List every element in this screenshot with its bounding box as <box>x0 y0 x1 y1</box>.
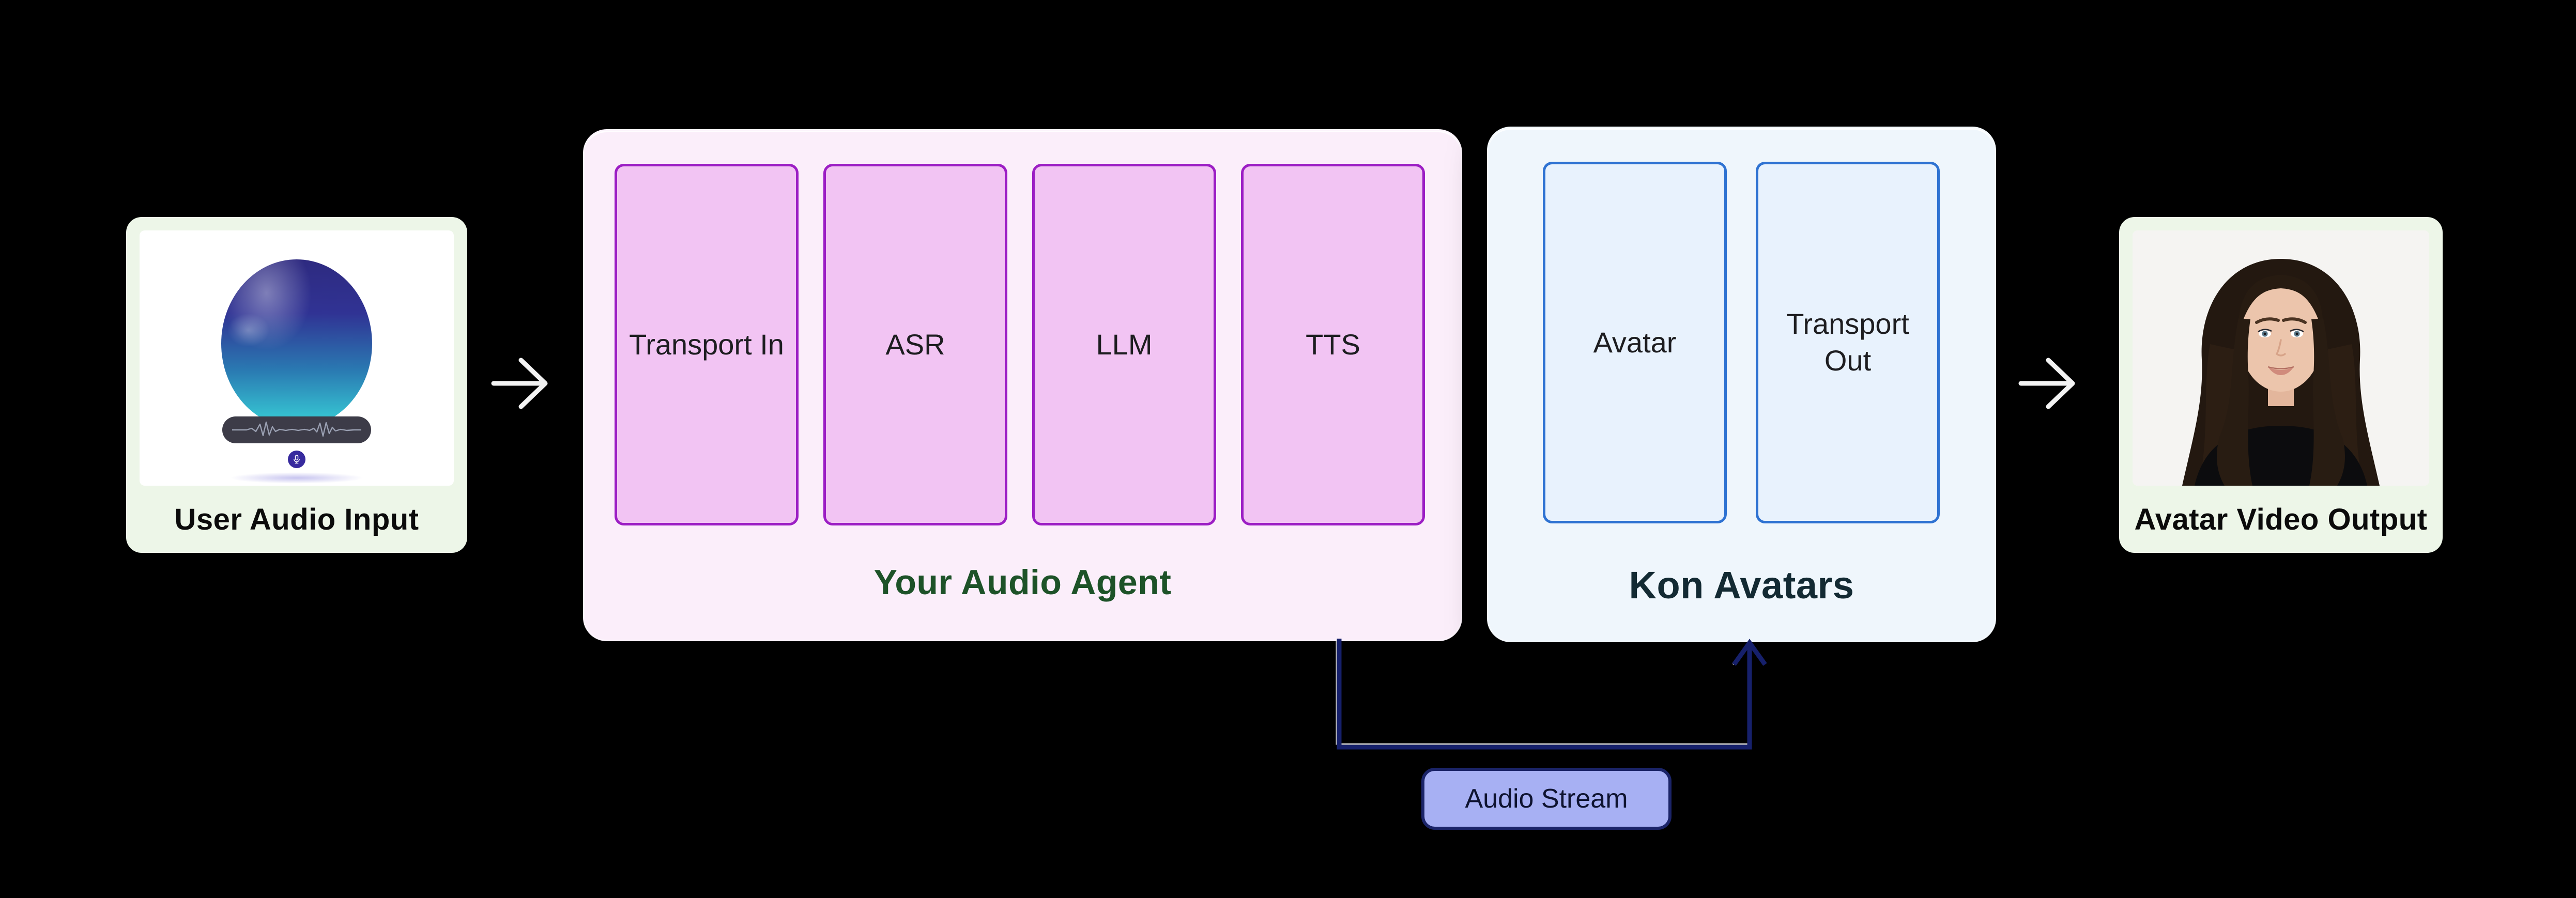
waveform-icon <box>232 421 361 437</box>
audio-stream-arrow-icon <box>1336 639 1767 750</box>
audio-agent-title: Your Audio Agent <box>873 563 1172 602</box>
module-label: LLM <box>1096 328 1153 361</box>
mic-button <box>288 451 305 468</box>
user-audio-input-card: User Audio Input <box>126 217 467 553</box>
module-label: Transport Out <box>1786 307 1909 377</box>
module-label: Avatar <box>1593 326 1677 359</box>
audio-orb-graphic <box>221 259 372 428</box>
avatar-video-output-card: Avatar Video Output <box>2119 217 2443 553</box>
module-label: TTS <box>1306 328 1360 361</box>
module-label: Transport In <box>629 328 784 361</box>
kon-avatars-title: Kon Avatars <box>1629 563 1854 607</box>
module-asr: ASR <box>823 164 1007 525</box>
mic-icon <box>294 455 300 464</box>
module-transport-in: Transport In <box>615 164 799 525</box>
waveform-bar <box>222 416 371 443</box>
orb-shadow <box>229 472 364 484</box>
arrow-right-icon <box>491 358 548 409</box>
user-audio-input-label: User Audio Input <box>174 502 419 536</box>
arrow-right-icon <box>2018 358 2075 409</box>
module-label: ASR <box>885 328 945 361</box>
module-avatar: Avatar <box>1543 162 1727 523</box>
module-transport-out: Transport Out <box>1756 162 1940 523</box>
module-llm: LLM <box>1032 164 1216 525</box>
audio-stream-badge: Audio Stream <box>1421 768 1672 830</box>
audio-agent-panel: Transport In ASR LLM TTS Your Audio Agen… <box>583 129 1462 641</box>
audio-stream-label: Audio Stream <box>1465 784 1628 814</box>
module-tts: TTS <box>1241 164 1425 525</box>
avatar-video-media <box>2133 230 2429 486</box>
user-audio-input-media <box>140 230 454 486</box>
kon-avatars-panel: Avatar Transport Out Kon Avatars <box>1487 127 1996 642</box>
avatar-video-output-label: Avatar Video Output <box>2134 502 2428 536</box>
avatar-woman-portrait <box>2133 230 2429 486</box>
